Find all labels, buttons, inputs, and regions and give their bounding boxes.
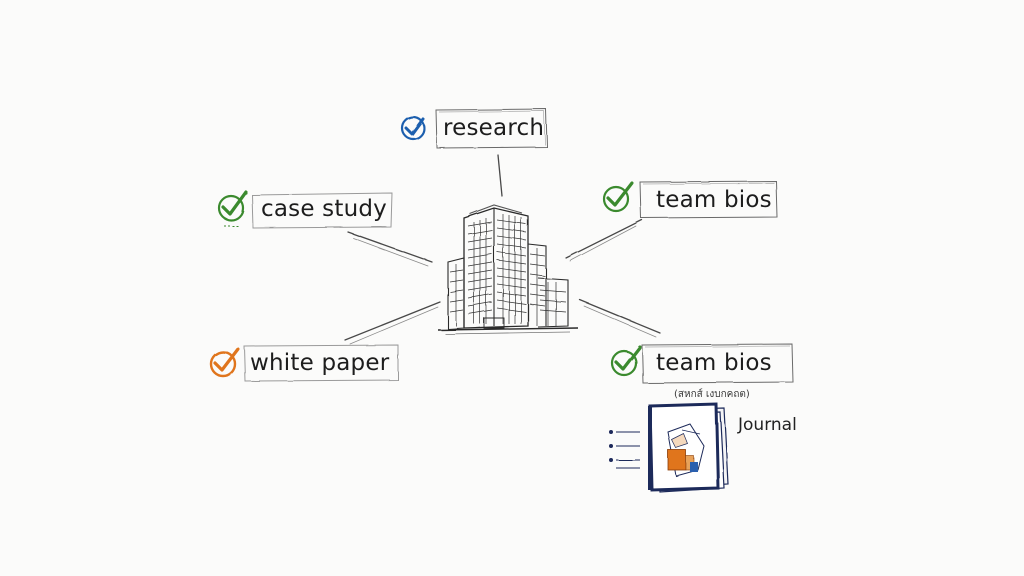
connector-team-bios-bottom <box>579 299 661 334</box>
journal-book-icon <box>609 402 729 493</box>
node-label-research: research <box>443 115 545 141</box>
connector-lines <box>344 154 661 345</box>
box-team-bios-top-echo <box>642 182 775 185</box>
check-case-study-icon <box>217 190 248 227</box>
connector-case-study <box>347 231 433 263</box>
connector-white-paper-echo <box>349 306 439 345</box>
box-white-paper <box>243 344 399 382</box>
journal-list-lines <box>609 430 640 469</box>
check-research-icon <box>400 115 426 141</box>
check-team-bios-bottom-icon <box>610 345 642 377</box>
node-label-team-bios-bottom: team bios <box>656 350 772 376</box>
box-team-bios-bottom <box>641 343 794 384</box>
box-team-bios-bottom-echo <box>644 345 791 348</box>
node-label-case-study: case study <box>261 196 387 222</box>
connector-research <box>497 154 503 197</box>
label-boxes <box>243 108 794 384</box>
box-research <box>435 108 548 149</box>
box-team-bios-top <box>639 180 778 219</box>
node-label-team-bios-top: team bios <box>656 187 772 213</box>
connector-team-bios-top <box>565 219 643 259</box>
node-label-white-paper: white paper <box>250 350 390 376</box>
office-building-icon <box>437 204 579 335</box>
connector-white-paper <box>344 301 441 341</box>
connector-case-study-echo <box>352 237 429 267</box>
check-team-bios-top-icon <box>602 181 634 213</box>
journal-label: Journal <box>738 415 797 435</box>
box-case-study <box>251 192 393 229</box>
connector-team-bios-top-echo <box>569 225 637 262</box>
node-sublabel-team-bios-bottom: (สหกส์ เงบกคถต) <box>674 389 750 400</box>
check-white-paper-icon <box>209 347 240 378</box>
connector-team-bios-bottom-echo <box>583 305 657 338</box>
box-research-echo <box>438 110 546 146</box>
